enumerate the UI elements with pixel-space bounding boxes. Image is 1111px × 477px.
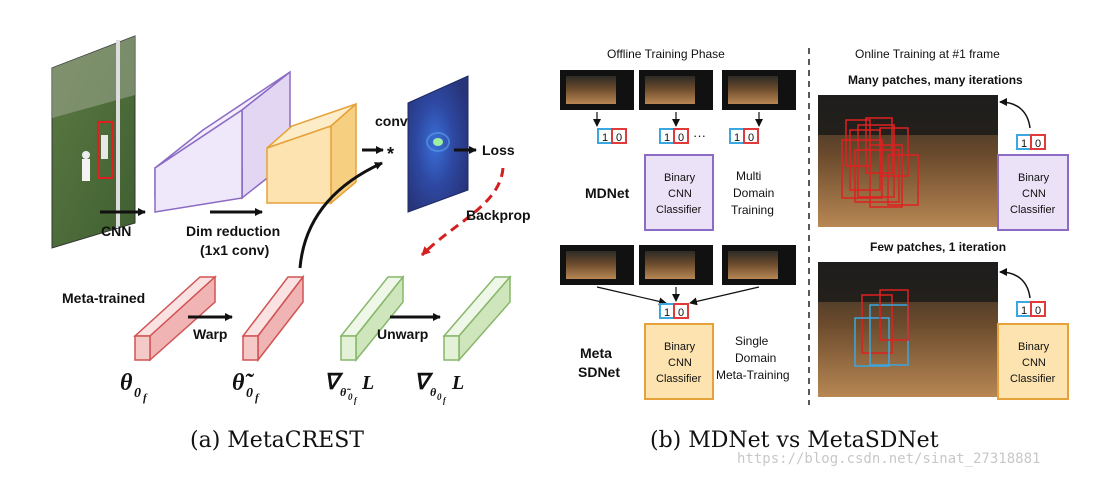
svg-text:1: 1: [734, 132, 740, 144]
meta-trained-label: Meta-trained: [62, 290, 145, 306]
caption-b: (b) MDNet vs MetaSDNet: [650, 428, 939, 453]
svg-text:···: ···: [693, 128, 706, 143]
feature-block-purple: [154, 70, 291, 213]
svg-text:0: 0: [134, 386, 141, 401]
svg-text:Single: Single: [735, 334, 769, 348]
feature-block-orange: [266, 102, 357, 205]
loss-label: Loss: [482, 142, 515, 158]
svg-text:0: 0: [437, 392, 442, 402]
video-strips-top: [560, 70, 796, 110]
sdnet-label: SDNet: [578, 364, 620, 380]
svg-text:0: 0: [748, 132, 754, 144]
svg-text:Training: Training: [731, 203, 774, 217]
few-patches-label: Few patches, 1 iteration: [870, 240, 1006, 254]
watermark: https://blog.csdn.net/sinat_27318881: [737, 451, 1040, 467]
multi-domain-text: Multi Domain Training: [731, 169, 774, 217]
svg-text:0: 0: [348, 392, 353, 402]
single-domain-text: Single Domain Meta-Training: [716, 334, 790, 382]
unwarp-label: Unwarp: [377, 326, 428, 342]
meta-label: Meta: [580, 345, 612, 361]
grad-tilde-L-label: ∇ θ̃ 0 f L: [324, 369, 374, 405]
backprop-label: Backprop: [466, 207, 531, 223]
svg-text:CNN: CNN: [668, 188, 692, 200]
svg-text:Meta-Training: Meta-Training: [716, 368, 790, 382]
svg-text:CNN: CNN: [668, 357, 692, 369]
svg-text:Multi: Multi: [736, 169, 761, 183]
svg-text:1: 1: [1021, 305, 1027, 317]
grad-block-green-1: [339, 274, 405, 363]
svg-text:Domain: Domain: [733, 186, 774, 200]
theta-to-conv-arrow: [298, 161, 383, 269]
dim-reduction-label: Dim reduction: [186, 223, 280, 239]
online-bits-bottom: 1 0: [1016, 301, 1046, 317]
svg-text:Binary: Binary: [664, 172, 696, 184]
svg-text:CNN: CNN: [1022, 188, 1046, 200]
cnn-label: CNN: [101, 223, 131, 239]
svg-text:0: 0: [1035, 138, 1041, 150]
warp-label: Warp: [193, 326, 227, 342]
metasdnet-classifier-box: Binary CNN Classifier: [644, 323, 714, 400]
theta-0f-label: θ 0 f: [120, 370, 148, 404]
svg-text:Binary: Binary: [664, 341, 696, 353]
video-strips-bottom: [560, 245, 796, 285]
svg-text:0: 0: [1035, 305, 1041, 317]
backprop-arrow: [420, 167, 505, 257]
domain-bits-bottom: 1 0: [659, 303, 689, 319]
svg-text:L: L: [451, 372, 464, 394]
svg-text:f: f: [255, 392, 260, 404]
conv-label: conv: [375, 113, 408, 129]
svg-text:f: f: [354, 396, 358, 405]
response-heatmap: [407, 75, 469, 213]
online-arrow-top: [999, 98, 1031, 129]
svg-text:Binary: Binary: [1018, 341, 1050, 353]
domain-bits-top: 1 0 1 0 ··· 1 0: [597, 128, 759, 144]
conv-star: *: [387, 144, 394, 164]
svg-text:f: f: [143, 392, 148, 404]
offline-title: Offline Training Phase: [607, 47, 725, 61]
svg-text:f: f: [443, 396, 447, 405]
svg-text:Classifier: Classifier: [656, 373, 702, 385]
svg-text:Classifier: Classifier: [1010, 204, 1056, 216]
panel-b: Offline Training Phase 1 0 1 0 ···: [560, 47, 1069, 453]
grad-L-label: ∇ θ 0 f L: [414, 369, 464, 405]
svg-text:Binary: Binary: [1018, 172, 1050, 184]
many-patches-label: Many patches, many iterations: [848, 73, 1023, 87]
mdnet-classifier-box: Binary CNN Classifier: [644, 154, 714, 231]
online-title: Online Training at #1 frame: [855, 47, 1000, 61]
svg-text:1: 1: [602, 132, 608, 144]
panel-a: CNN Dim reduction (1x1 conv) * conv: [51, 35, 531, 453]
svg-text:1: 1: [664, 132, 670, 144]
online-arrow-bottom: [999, 268, 1031, 299]
svg-text:0: 0: [678, 307, 684, 319]
svg-text:Classifier: Classifier: [1010, 373, 1056, 385]
svg-text:0: 0: [616, 132, 622, 144]
param-block-red-2: [241, 274, 305, 363]
online-frame-top: [818, 95, 998, 227]
svg-text:0: 0: [678, 132, 684, 144]
svg-text:0: 0: [246, 386, 253, 401]
online-classifier-top: Binary CNN Classifier: [997, 154, 1069, 231]
online-bits-top: 1 0: [1016, 134, 1046, 150]
svg-text:θ: θ: [430, 385, 437, 399]
online-frame-bottom: [818, 262, 998, 397]
mdnet-label: MDNet: [585, 185, 630, 201]
theta-tilde-0f-label: θ̃ 0 f: [232, 370, 260, 404]
grad-block-green-2: [442, 274, 512, 362]
svg-text:Domain: Domain: [735, 351, 776, 365]
param-block-red-1: [133, 275, 217, 362]
conv1x1-label: (1x1 conv): [200, 242, 269, 258]
svg-text:Classifier: Classifier: [656, 204, 702, 216]
strips-to-bits-arrows: [596, 286, 760, 306]
online-classifier-bottom: Binary CNN Classifier: [997, 323, 1069, 400]
svg-text:θ: θ: [120, 370, 133, 396]
caption-a: (a) MetaCREST: [190, 428, 364, 453]
svg-text:θ̃: θ̃: [340, 385, 351, 399]
svg-text:1: 1: [664, 307, 670, 319]
svg-text:L: L: [361, 372, 374, 394]
svg-text:CNN: CNN: [1022, 357, 1046, 369]
input-frame-image: [51, 35, 136, 249]
svg-text:1: 1: [1021, 138, 1027, 150]
